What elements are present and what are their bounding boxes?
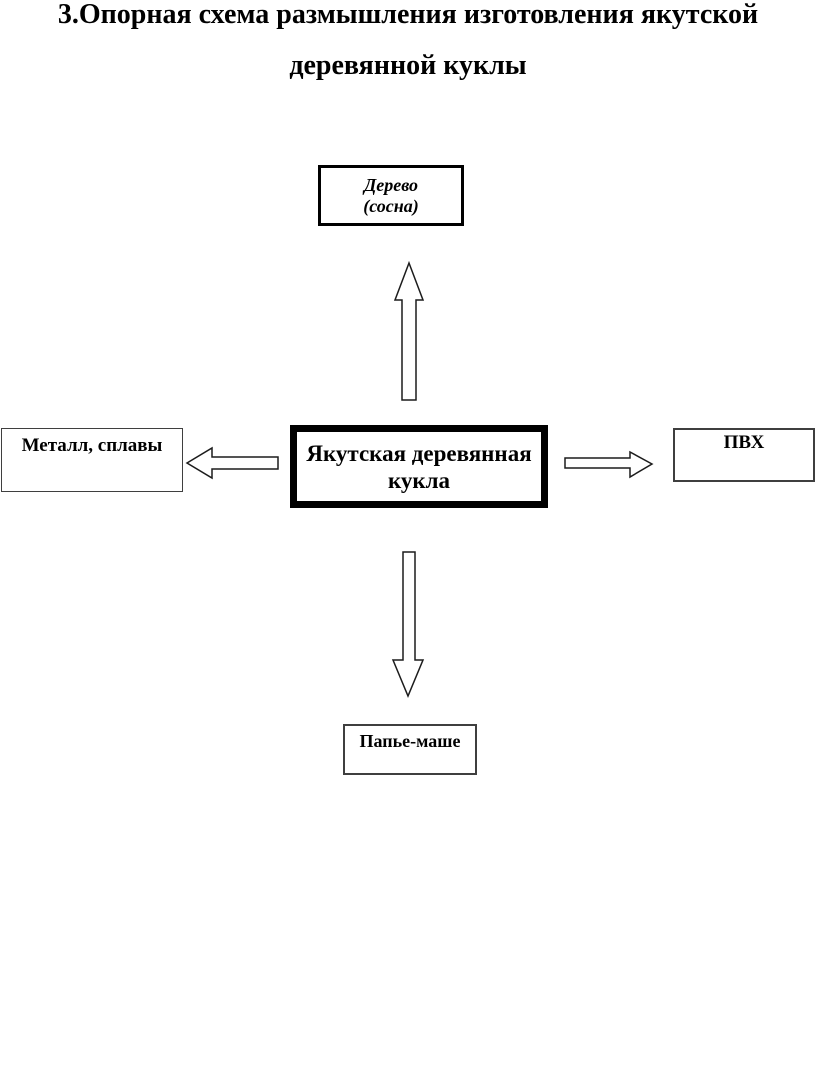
node-wood: Дерево (сосна) — [318, 165, 464, 226]
node-yakut-doll: Якутская деревянная кукла — [290, 425, 548, 508]
node-metal-label: Металл, сплавы — [21, 435, 163, 456]
left-arrow-icon — [185, 446, 279, 480]
node-pvc-label: ПВХ — [723, 432, 765, 453]
down-arrow-icon — [391, 551, 425, 698]
node-papier-mache: Папье-маше — [343, 724, 477, 775]
node-wood-label: Дерево (сосна) — [363, 174, 419, 216]
page-title: 3.Опорная схема размышления изготовления… — [0, 0, 816, 91]
title-line-1: 3.Опорная схема размышления изготовления… — [57, 0, 759, 30]
right-arrow-icon — [564, 450, 654, 479]
node-pvc: ПВХ — [673, 428, 815, 482]
node-yakut-doll-label: Якутская деревянная кукла — [306, 440, 532, 493]
node-papier-mache-label: Папье-маше — [359, 731, 461, 751]
up-arrow-icon — [393, 260, 425, 401]
title-line-2: деревянной куклы — [289, 50, 527, 81]
node-metal: Металл, сплавы — [1, 428, 183, 492]
